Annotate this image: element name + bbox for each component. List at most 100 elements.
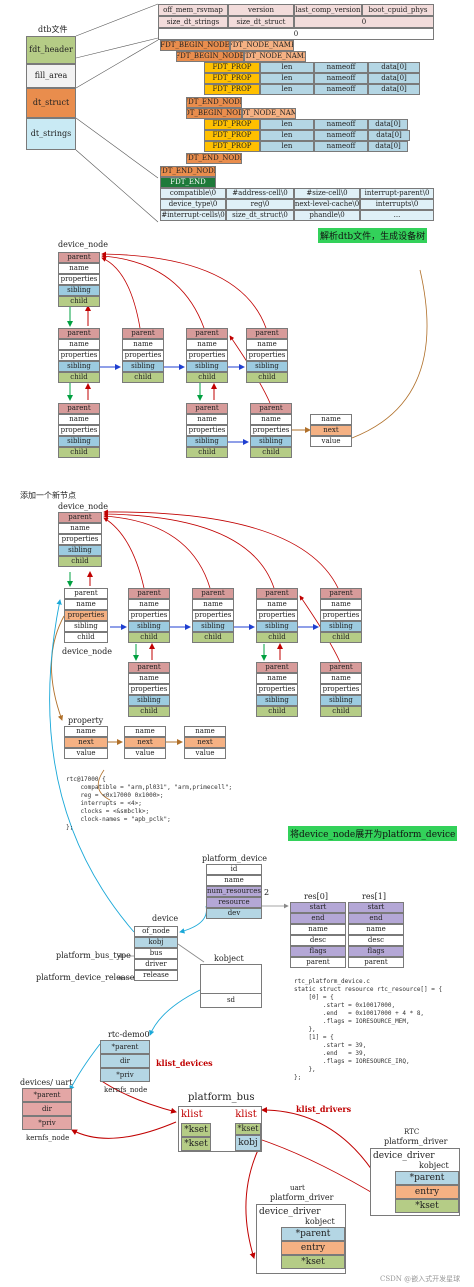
field-child: child [192,632,234,643]
kn-parent: *parent [100,1040,150,1054]
klist-drivers-label: klist_drivers [296,1104,352,1114]
rtc-resource-code: rtc_platform_device.c static struct reso… [294,978,443,1081]
field-properties: properties [58,425,100,436]
field-name: name [58,414,100,425]
add-node-title: 添加一个新节点 [20,491,76,500]
hdr-zero: 0 [294,16,434,28]
field-sibling: sibling [256,621,298,632]
field-parent: parent [256,662,298,673]
field-child: child [186,372,228,383]
field-properties: properties [58,274,100,285]
res-desc: desc [348,935,404,946]
end-node-3: FDT_END_NODE [160,166,216,177]
res-name: name [348,924,404,935]
field-sibling: sibling [250,436,292,447]
platform-bus-struct: klist klist *kset *kset *kset kobj [178,1106,262,1152]
device-node-e: parent name properties sibling child [58,403,100,458]
prop-5-data: data[0] [368,130,410,141]
res-desc: desc [290,935,346,946]
property-node-1: name next value [310,414,352,447]
string-0-1: #address-cell\0 [226,188,294,199]
field-child: child [320,706,362,717]
field-parent: parent [186,328,228,339]
field-parent: parent [320,662,362,673]
field-sibling: sibling [122,361,164,372]
string-1-3: interrupts\0 [360,199,434,210]
pb-kset-3: *kset [235,1123,261,1135]
dev-kobj: kobj [134,937,178,948]
field-child: child [246,372,288,383]
field-child: child [256,706,298,717]
prop-field-name: name [64,726,108,737]
platform-device-struct: id name num_resources resource dev [206,864,262,919]
field-parent: parent [58,512,102,523]
uart-drv-kset: *kset [281,1255,345,1269]
device-node-n: parent name properties sibling child [320,662,362,717]
uart-driver-title1: uart [290,1184,305,1192]
device-node-new: parent name properties sibling child [64,588,108,643]
property-node-c: name next value [184,726,226,759]
prop-field-next: next [64,737,108,748]
field-name: name [64,599,108,610]
rtc-kobject: kobject [419,1161,449,1170]
res-start: start [290,902,346,913]
res-flags: flags [348,946,404,957]
pd-resource: resource [206,897,262,908]
dev-of-node: of_node [134,926,178,937]
res0-struct: start end name desc flags parent [290,902,346,968]
kobject-struct: sd [200,964,262,1008]
field-name: name [250,414,292,425]
string-0-2: #size-cell\0 [294,188,360,199]
field-child: child [128,706,170,717]
field-sibling: sibling [320,621,362,632]
dev-bus: bus [134,948,178,959]
res-start: start [348,902,404,913]
hdr-off-mem: off_mem_rsvmap [158,4,228,16]
dtb-banner: 解析dtb文件，生成设备树 [318,228,428,243]
kn-priv: *priv [100,1068,150,1082]
field-parent: parent [122,328,164,339]
field-parent: parent [128,588,170,599]
prop-field-value: value [124,748,166,759]
field-name: name [192,599,234,610]
rtc-driver-title2: platform_driver [384,1137,448,1146]
kobject-sd: sd [201,993,261,1007]
platform-device-release: platform_device_release [36,973,135,982]
device-node-j: parent name properties sibling child [256,588,298,643]
device-node-h: parent name properties sibling child [128,588,170,643]
pd-name: name [206,875,262,886]
node-name-3: FDT_NODE_NAME [242,108,296,119]
prop-field-name: name [310,414,352,425]
field-name: name [58,263,100,274]
prop-1-len: len [260,62,314,73]
rtc-device-driver: device_driver [373,1151,435,1161]
field-name: name [320,673,362,684]
string-2-2: phandle\0 [294,210,360,221]
end-node-1: FDT_END_NODE [186,97,242,108]
res1-struct: start end name desc flags parent [348,902,404,968]
dtb-block-header: fdt_header [26,36,76,64]
field-properties: properties [186,350,228,361]
field-sibling: sibling [320,695,362,706]
field-name: name [128,673,170,684]
device-node-root-2: parent name properties sibling child [58,512,102,567]
field-name: name [246,339,288,350]
prop-4-nameoff: nameoff [314,119,368,130]
rtc-drv-parent: *parent [395,1171,459,1185]
prop-3-len: len [260,84,314,95]
field-parent: parent [58,403,100,414]
string-1-1: reg\0 [226,199,294,210]
property-node-b: name next value [124,726,166,759]
device-node-label: device_node [58,240,108,249]
hdr-size-strings: size_dt_strings [158,16,228,28]
device-node-f: parent name properties sibling child [186,403,228,458]
field-sibling: sibling [256,695,298,706]
field-child: child [58,447,100,458]
uart-device-driver: device_driver [259,1207,321,1217]
device-node-i: parent name properties sibling child [192,588,234,643]
kn-dir: dir [100,1054,150,1068]
pd-dev: dev [206,908,262,919]
field-sibling: sibling [192,621,234,632]
field-name: name [128,599,170,610]
